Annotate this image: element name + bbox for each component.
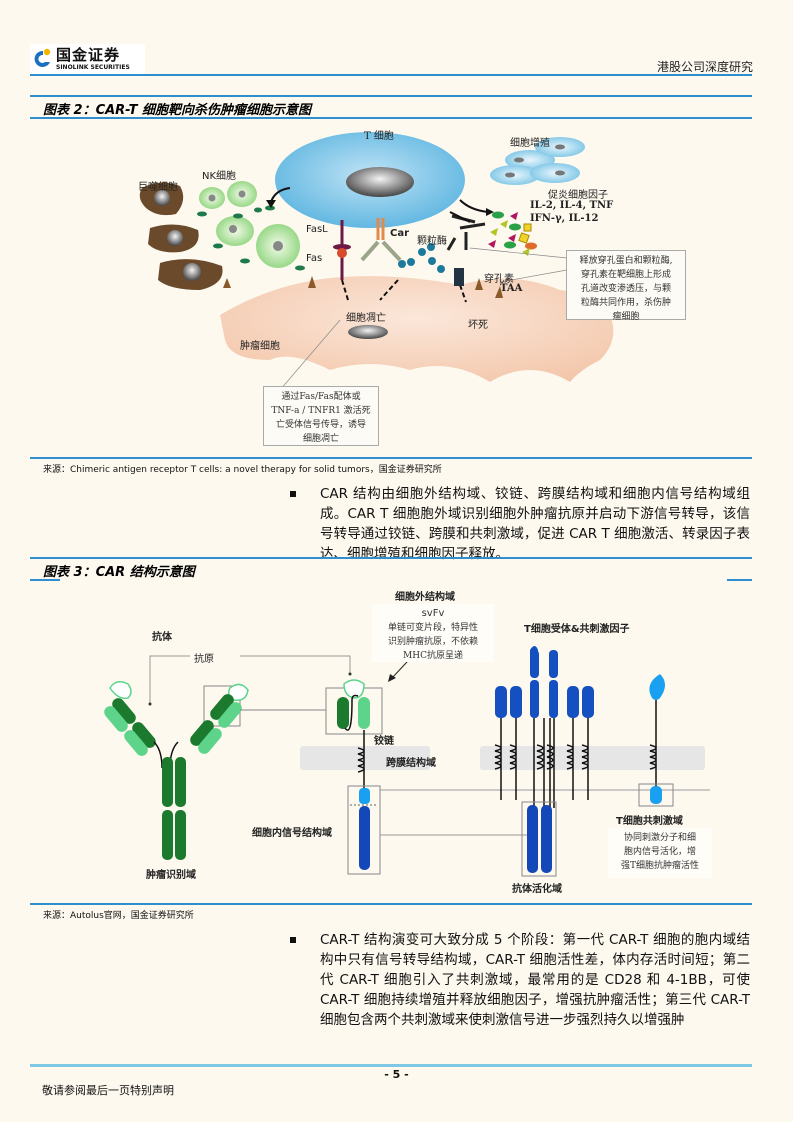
paragraph-car-t-evolution: CAR-T 结构演变可大致分成 5 个阶段：第一代 CAR-T 细胞的胞内域结构…: [290, 930, 750, 1030]
callout-line: 亡受体信号传导，诱导: [275, 420, 366, 430]
label-nk-cell: NK细胞: [202, 171, 237, 182]
label-macrophage: 巨噬细胞: [138, 182, 178, 193]
label-car: Car: [390, 228, 410, 239]
footer-disclaimer: 敬请参阅最后一页特别声明: [42, 1084, 174, 1097]
label-apoptosis: 细胞凋亡: [346, 313, 386, 324]
callout-line: TNF-a / TNFR1 激活死: [271, 406, 371, 416]
bullet-icon: [290, 491, 296, 497]
label-tumor-recognition: 肿瘤识别域: [146, 870, 196, 881]
paragraph-text: CAR 结构由细胞外结构域、铰链、跨膜结构域和细胞内信号结构域组成。CAR T …: [320, 486, 750, 562]
svfv-desc-line: 单链可变片段，特异性: [387, 623, 478, 633]
figure2-bottom-rule: [30, 457, 752, 459]
logo-english-name: SINOLINK SECURITIES: [56, 63, 130, 71]
callout-line: 瘤细胞: [612, 312, 640, 322]
label-hinge: 铰链: [374, 736, 394, 747]
label-granzyme: 颗粒酶: [417, 236, 447, 247]
label-proliferation: 细胞增殖: [510, 138, 550, 149]
callout-line: 释放穿孔蛋白和颗粒酶,: [579, 256, 673, 266]
label-cytokines-line2: IFN-γ, IL-12: [530, 213, 599, 224]
callout-line: 细胞凋亡: [302, 434, 339, 444]
costim-desc-line: 协同刺激分子和细: [623, 833, 696, 843]
company-logo: 国金证券 SINOLINK SECURITIES: [30, 44, 145, 74]
logo-mark-icon: [34, 48, 52, 70]
label-transmembrane: 跨膜结构域: [386, 758, 436, 769]
paragraph-text: CAR-T 结构演变可大致分成 5 个阶段：第一代 CAR-T 细胞的胞内域结构…: [320, 932, 750, 1028]
figure3-title-rule-right: [727, 579, 752, 581]
figure2-source: 来源：Chimeric antigen receptor T cells: a …: [43, 465, 442, 475]
label-fasl: FasL: [306, 224, 328, 235]
label-taa: TAA: [500, 283, 523, 294]
label-perforin: 穿孔素: [484, 274, 514, 285]
figure3-title: 图表 3：CAR 结构示意图: [43, 565, 195, 580]
svfv-description: svFv 单链可变片段，特异性 识别肿瘤抗原，不依赖 MHC抗原呈递: [372, 604, 494, 662]
header-divider: [30, 74, 752, 76]
footer-rule: [30, 1064, 752, 1067]
label-t-cell: T 细胞: [364, 131, 394, 142]
callout-fas-apoptosis: 通过Fas/Fas配体或 TNF-a / TNFR1 激活死 亡受体信号传导，诱…: [263, 386, 379, 446]
label-cytokines-line1: IL-2, IL-4, TNF: [530, 200, 614, 211]
label-extracellular: 细胞外结构域: [395, 592, 455, 603]
page-number: - 5 -: [384, 1068, 409, 1081]
t-costim-description: 协同刺激分子和细 胞内信号活化，增 强T细胞抗肿瘤活性: [608, 828, 712, 878]
label-intracellular: 细胞内信号结构域: [252, 828, 332, 839]
figure2-title: 图表 2：CAR-T 细胞靶向杀伤肿瘤细胞示意图: [43, 103, 312, 118]
figure3-top-rule: [30, 557, 752, 559]
figure2-top-rule: [30, 95, 752, 97]
label-t-costim-domain: T细胞共刺激域: [616, 816, 683, 827]
costim-desc-line: 强T细胞抗肿瘤活性: [620, 861, 699, 871]
label-cytokines-title: 促炎细胞因子: [548, 190, 608, 201]
label-antibody: 抗体: [152, 632, 172, 643]
callout-line: 通过Fas/Fas配体或: [281, 392, 361, 402]
label-fas: Fas: [306, 253, 323, 264]
car-structure-diagram: 抗体 抗原 细胞外结构域 svFv 单链可变片段，特异性 识别肿瘤抗原，不依赖 …: [90, 580, 730, 900]
label-necrosis: 坏死: [468, 320, 488, 331]
label-antigen: 抗原: [194, 654, 214, 665]
callout-line: 孔道改变渗透压，与颗: [580, 284, 671, 294]
bullet-icon: [290, 937, 296, 943]
label-tcr-costim: T细胞受体&共刺激因子: [524, 624, 630, 635]
figure3-title-rule-left: [30, 579, 60, 581]
figure3-source: 来源：Autolus官网，国金证券研究所: [43, 911, 194, 921]
diagram-illustration: [139, 132, 614, 391]
report-type: 港股公司深度研究: [656, 60, 753, 74]
callout-perforin-granzyme: 释放穿孔蛋白和颗粒酶, 穿孔素在靶细胞上形成 孔道改变渗透压，与颗 粒酶共同作用…: [566, 250, 686, 322]
structure-illustration: [104, 646, 710, 877]
svfv-desc-line: 识别肿瘤抗原，不依赖: [387, 637, 478, 647]
callout-line: 穿孔素在靶细胞上形成: [580, 270, 671, 280]
figure2-title-rule: [30, 117, 752, 119]
label-tumor-cell: 肿瘤细胞: [240, 341, 280, 352]
logo-chinese-name: 国金证券: [56, 45, 121, 64]
figure3-bottom-rule: [30, 903, 752, 905]
svfv-label: svFv: [421, 608, 445, 619]
car-t-killing-diagram: T 细胞 NK细胞 巨噬细胞 细胞增殖 促炎细胞因子 IL-2, IL-4, T…: [130, 120, 700, 450]
costim-desc-line: 胞内信号活化，增: [623, 847, 696, 857]
callout-line: 粒酶共同作用，杀伤肿: [580, 298, 671, 308]
svfv-desc-line: MHC抗原呈递: [403, 651, 463, 661]
paragraph-car-structure: CAR 结构由细胞外结构域、铰链、跨膜结构域和细胞内信号结构域组成。CAR T …: [290, 484, 750, 564]
label-antibody-activation: 抗体活化域: [512, 884, 562, 895]
